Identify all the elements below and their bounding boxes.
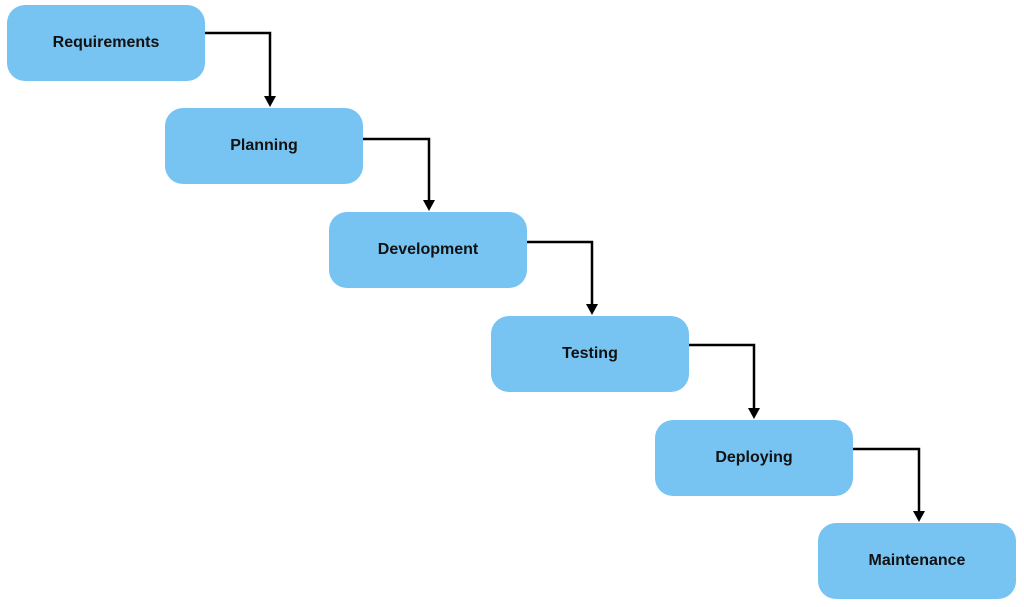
step-testing: Testing <box>491 316 689 392</box>
step-label-requirements: Requirements <box>52 34 160 51</box>
arrowhead-4 <box>748 408 760 419</box>
step-label-deploying: Deploying <box>715 449 793 466</box>
step-requirements: Requirements <box>7 5 205 81</box>
step-label-planning: Planning <box>230 137 298 154</box>
step-label-maintenance: Maintenance <box>868 552 966 569</box>
step-label-development: Development <box>377 241 479 258</box>
connector-arrow-testing-deploying <box>689 343 756 410</box>
connector-arrow-requirements-planning <box>205 31 272 98</box>
step-deploying: Deploying <box>655 420 853 496</box>
arrowhead-1 <box>264 96 276 107</box>
connector-arrow-deploying-maintenance <box>853 447 921 513</box>
step-maintenance: Maintenance <box>818 523 1016 599</box>
arrowhead-3 <box>586 304 598 315</box>
connector-arrow-planning-development <box>363 137 431 202</box>
arrowhead-2 <box>423 200 435 211</box>
step-label-testing: Testing <box>562 345 618 362</box>
connector-arrow-development-testing <box>527 240 594 306</box>
arrowhead-5 <box>913 511 925 522</box>
step-development: Development <box>329 212 527 288</box>
step-planning: Planning <box>165 108 363 184</box>
